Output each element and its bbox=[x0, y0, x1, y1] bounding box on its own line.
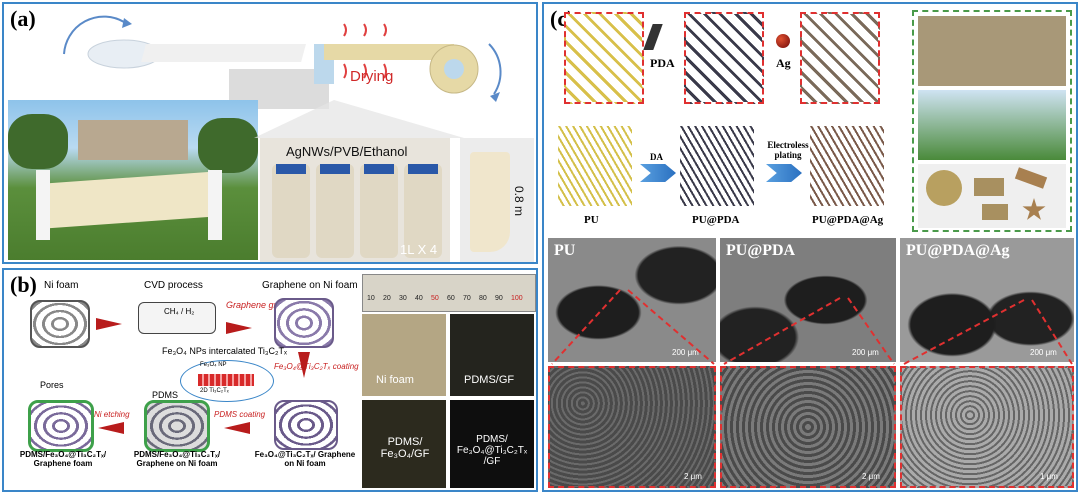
ruler-mark: 30 bbox=[399, 295, 407, 302]
pu-pda-ag-cube bbox=[810, 126, 884, 206]
rolled-film-photo: 0.8 m bbox=[460, 138, 534, 262]
pu-pda-ag-label: PU@PDA@Ag bbox=[812, 214, 884, 226]
sem-pu: PU 200 μm bbox=[548, 238, 716, 362]
plating-label: Electroless plating bbox=[767, 140, 809, 160]
arrow-icon bbox=[96, 318, 122, 330]
ti3c2-label: 2D Ti₃C₂Tₓ bbox=[200, 388, 229, 394]
mid-foam-icon bbox=[144, 400, 210, 452]
pores-label: Pores bbox=[40, 380, 64, 390]
pu-pda-ag-inset bbox=[800, 12, 880, 104]
sample-label: Ni foam bbox=[376, 374, 414, 386]
panel-b: (b) Ni foam CVD process CH₄ / H₂ Graphen… bbox=[2, 268, 538, 492]
fe3o4-title: Fe₃O₄ NPs intercalated Ti₃C₂Tₓ bbox=[162, 346, 287, 356]
graphene-on-ni-label: Graphene on Ni foam bbox=[262, 280, 358, 291]
zoom-wedge bbox=[254, 100, 464, 138]
sem-title: PU bbox=[554, 242, 576, 259]
drying-label: Drying bbox=[350, 68, 394, 85]
arrow-icon bbox=[226, 322, 252, 334]
bottles-photo: AgNWs/PVB/Ethanol 1L X 4 bbox=[260, 138, 450, 262]
arrow-down-icon bbox=[298, 352, 310, 378]
pdms-coating-label: PDMS coating bbox=[214, 410, 266, 419]
sample-label: PDMS/ Fe₃O₄@Ti₃C₂Tₓ /GF bbox=[456, 434, 528, 467]
ruler-mark: 100 bbox=[511, 295, 523, 302]
ruler-mark: 90 bbox=[495, 295, 503, 302]
graphene-foam-icon bbox=[274, 298, 334, 348]
sem-title: PU@PDA bbox=[726, 242, 796, 259]
ti3c2-ellipse bbox=[180, 360, 274, 402]
right-label: Fe₃O₄@Ti₃C₂Tₓ/ Graphene on Ni foam bbox=[254, 450, 356, 468]
final-label: PDMS/Fe₃O₄@Ti₃C₂Tₓ/ Graphene foam bbox=[19, 450, 107, 468]
ruler-mark: 80 bbox=[479, 295, 487, 302]
ni-foam-label: Ni foam bbox=[44, 280, 79, 291]
hm-sem-pu-pda-ag: 1 μm bbox=[900, 366, 1074, 488]
pu-label: PU bbox=[584, 214, 599, 226]
sample-pdms-gf: PDMS/GF bbox=[450, 314, 534, 396]
sem-title: PU@PDA@Ag bbox=[906, 242, 1010, 259]
bottle-label: AgNWs/PVB/Ethanol bbox=[286, 144, 408, 159]
bottle-count: 1L X 4 bbox=[400, 242, 438, 257]
sample-label: PDMS/ Fe₃O₄/GF bbox=[380, 436, 430, 460]
mid-label: PDMS/Fe₃O₄@Ti₃C₂Tₓ/ Graphene on Ni foam bbox=[133, 450, 221, 468]
ag-label: Ag bbox=[776, 56, 791, 70]
zoom-lines bbox=[551, 289, 1073, 365]
length-label: 0.8 m bbox=[512, 185, 527, 217]
ruler-mark: 10 bbox=[367, 295, 375, 302]
trees-photo bbox=[918, 90, 1066, 160]
pu-pda-cube bbox=[680, 126, 754, 206]
ti3c2-layers bbox=[198, 374, 254, 386]
right-foam-icon bbox=[274, 400, 338, 450]
scale-bar-label: 200 μm bbox=[672, 348, 699, 357]
pu-pda-inset bbox=[684, 12, 764, 104]
ni-foam-icon bbox=[30, 300, 90, 348]
ruler: 10 20 30 40 50 60 70 80 90 100 bbox=[362, 274, 536, 312]
chevron-right-icon bbox=[640, 164, 676, 182]
scale-bar-label: 200 μm bbox=[1030, 348, 1057, 357]
final-foam-icon bbox=[28, 400, 94, 452]
gas-label: CH₄ / H₂ bbox=[164, 307, 195, 316]
photo-stack bbox=[912, 10, 1072, 232]
fe3o4-np-label: Fe₃O₄ NP bbox=[200, 362, 227, 368]
da-label: DA bbox=[650, 152, 663, 162]
pu-pda-label: PU@PDA bbox=[692, 214, 740, 226]
panel-a-label: (a) bbox=[10, 6, 36, 31]
hm-sem-pu-pda: 2 μm bbox=[720, 366, 896, 488]
arrow-left-icon bbox=[98, 422, 124, 434]
panel-c: (c) PDA Ag DA Electroless plating PU PU@… bbox=[542, 2, 1078, 492]
scale-bar-label: 1 μm bbox=[1040, 472, 1058, 481]
ruler-mark: 60 bbox=[447, 295, 455, 302]
panel-b-label: (b) bbox=[10, 272, 37, 297]
ag-icon bbox=[776, 34, 790, 48]
cvd-tube bbox=[138, 302, 216, 334]
field-photo bbox=[8, 100, 258, 260]
scale-bar-label: 2 μm bbox=[862, 472, 880, 481]
sponge-sheet-photo bbox=[918, 16, 1066, 86]
roll-to-roll-schematic bbox=[63, 15, 502, 109]
ni-etching-label: Ni etching bbox=[94, 410, 130, 419]
sem-pu-pda: PU@PDA 200 μm bbox=[720, 238, 896, 362]
sample-pdms-fe3o4-gf: PDMS/ Fe₃O₄/GF bbox=[362, 400, 446, 488]
ruler-mark: 50 bbox=[431, 295, 439, 302]
ruler-mark: 20 bbox=[383, 295, 391, 302]
sample-label: PDMS/GF bbox=[464, 374, 515, 386]
pu-inset bbox=[564, 12, 644, 104]
cvd-label: CVD process bbox=[144, 280, 203, 291]
shapes-photo bbox=[918, 164, 1066, 228]
chevron-right-icon bbox=[766, 164, 802, 182]
pdms-label: PDMS bbox=[152, 390, 179, 400]
sample-ni-foam: Ni foam bbox=[362, 314, 446, 396]
scale-bar-label: 200 μm bbox=[852, 348, 879, 357]
arrow-left-icon bbox=[224, 422, 250, 434]
coating-label: Fe₃O₄@Ti₃C₂Tₓ coating bbox=[274, 362, 359, 371]
panel-a: (a) Drying AgNWs/PVB/Ethanol bbox=[2, 2, 538, 264]
ruler-mark: 40 bbox=[415, 295, 423, 302]
scale-bar-label: 2 μm bbox=[684, 472, 702, 481]
pu-cube bbox=[558, 126, 632, 206]
ruler-mark: 70 bbox=[463, 295, 471, 302]
sem-pu-pda-ag: PU@PDA@Ag 200 μm bbox=[900, 238, 1074, 362]
sample-pdms-fe3o4-ti3c2-gf: PDMS/ Fe₃O₄@Ti₃C₂Tₓ /GF bbox=[450, 400, 534, 488]
pda-icon bbox=[643, 24, 663, 50]
graphene-growth-label: Graphene growth bbox=[226, 300, 296, 310]
pda-label: PDA bbox=[650, 56, 675, 70]
hm-sem-pu: 2 μm bbox=[548, 366, 716, 488]
